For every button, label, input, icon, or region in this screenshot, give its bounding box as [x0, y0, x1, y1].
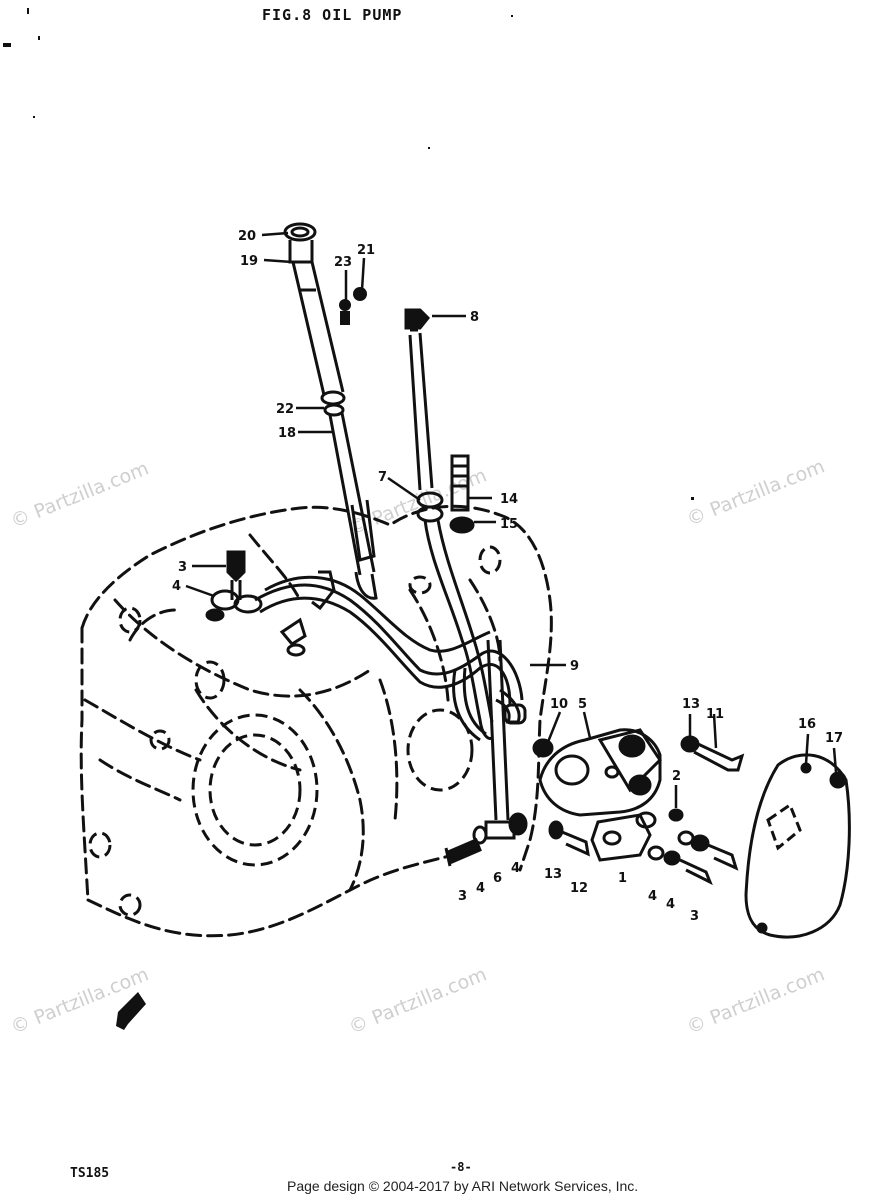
watermark: © Partzilla.com [346, 963, 490, 1038]
callout: 20 [238, 229, 256, 244]
callout: 3 [458, 889, 467, 904]
callout: 22 [276, 402, 294, 417]
banjo-fitting-left [205, 550, 336, 657]
callout: 13 [682, 697, 700, 712]
callout: 5 [578, 697, 587, 712]
pipe-6 [472, 639, 528, 845]
model-code: TS185 [70, 1166, 110, 1181]
front-arrow-icon [116, 992, 146, 1030]
leader-lines [185, 231, 838, 808]
filler-pipe [283, 222, 346, 417]
page-number: -8- [450, 1160, 472, 1174]
oil-feed-pipes [254, 575, 527, 742]
watermark: © Partzilla.com [684, 963, 828, 1038]
bolt-3-lower [444, 838, 482, 867]
callouts: 20 19 23 21 8 22 18 7 14 15 3 4 9 10 5 1… [172, 229, 843, 924]
callout: 19 [240, 254, 258, 269]
callout: 14 [500, 492, 518, 507]
pump-bolts [548, 735, 745, 886]
drive-shaft [328, 412, 378, 600]
callout: 17 [825, 731, 843, 746]
crankcase-details [88, 545, 502, 917]
callout: 13 [544, 867, 562, 882]
bolt-14-15 [449, 454, 475, 534]
pump-cover [744, 753, 851, 939]
bolt-21-23 [339, 287, 367, 325]
callout: 10 [550, 697, 568, 712]
callout: 4 [511, 861, 520, 876]
callout: 6 [493, 871, 502, 886]
callout: 4 [172, 579, 181, 594]
watermark: © Partzilla.com [8, 457, 152, 532]
callout: 3 [690, 909, 699, 924]
callout: 11 [706, 707, 724, 722]
callout: 8 [470, 310, 479, 325]
callout: 21 [357, 243, 375, 258]
callout: 4 [666, 897, 675, 912]
callout: 23 [334, 255, 352, 270]
figure-title: FIG.8 OIL PUMP [262, 6, 403, 24]
page-footer: Page design © 2004-2017 by ARI Network S… [287, 1178, 639, 1194]
callout: 4 [476, 881, 485, 896]
scan-specks [3, 8, 694, 500]
callout: 1 [618, 871, 627, 886]
callout: 7 [378, 470, 387, 485]
callout: 15 [500, 517, 518, 532]
callout: 18 [278, 426, 296, 441]
engine-crankcase [79, 504, 553, 938]
oil-pump-body [532, 728, 662, 862]
callout: 9 [570, 659, 579, 674]
callout: 4 [648, 889, 657, 904]
oil-hose-8 [404, 308, 494, 740]
callout: 12 [570, 881, 588, 896]
callout: 16 [798, 717, 816, 732]
callout: 2 [672, 769, 681, 784]
watermark: © Partzilla.com [684, 455, 828, 530]
callout: 3 [178, 560, 187, 575]
